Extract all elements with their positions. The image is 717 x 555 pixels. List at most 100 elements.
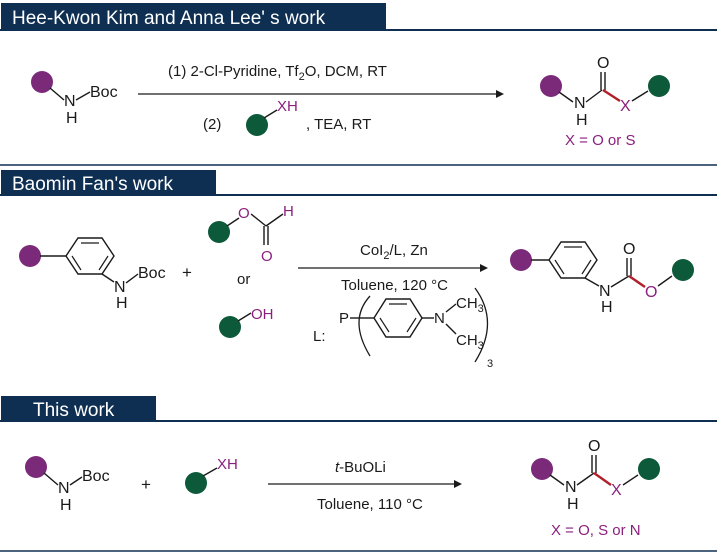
green-substituent-sphere xyxy=(208,221,230,243)
bond xyxy=(226,217,240,227)
section2-header: Baomin Fan's work xyxy=(12,174,173,195)
alcohol-oh: OH xyxy=(251,306,274,323)
bond xyxy=(622,474,639,486)
aromatic-bond xyxy=(71,255,82,271)
ligand-methyl-top: CH3 xyxy=(456,295,484,315)
bond xyxy=(43,472,59,486)
ligand-p: P xyxy=(339,310,349,327)
new-bond xyxy=(602,88,621,103)
bond xyxy=(584,277,600,287)
purple-substituent-sphere xyxy=(510,249,532,271)
ligand-count: 3 xyxy=(487,358,493,370)
formate-o: O xyxy=(238,205,250,222)
sm2-h: H xyxy=(116,295,128,312)
sm1-n: N xyxy=(64,93,76,110)
green-substituent-sphere xyxy=(219,316,241,338)
reagent-xh: XH xyxy=(277,98,298,115)
section2-header-bg xyxy=(1,170,216,196)
bond xyxy=(445,303,457,313)
sm3-boc: Boc xyxy=(82,468,110,485)
aromatic-bond xyxy=(554,259,565,275)
aromatic-bond xyxy=(581,259,592,275)
p3-x: X xyxy=(611,482,622,499)
p1-h: H xyxy=(576,112,588,129)
bond xyxy=(576,472,595,486)
aromatic-bond xyxy=(98,255,109,271)
p2-n: N xyxy=(599,283,611,300)
green-substituent-sphere xyxy=(672,259,694,281)
green-substituent-sphere xyxy=(185,472,207,494)
reagent-xh: XH xyxy=(217,456,238,473)
section1-header: Hee-Kwon Kim and Anna Lee' s work xyxy=(12,8,326,29)
new-bond xyxy=(593,472,612,486)
formate-h: H xyxy=(283,203,294,220)
sm3-n: N xyxy=(58,480,70,497)
left-parenthesis xyxy=(358,295,371,357)
sm1-boc: Boc xyxy=(90,84,118,101)
ligand-benzene-ring xyxy=(373,298,423,338)
p1-o: O xyxy=(597,55,609,72)
bond xyxy=(631,90,649,102)
bond xyxy=(250,213,267,227)
bond xyxy=(49,87,65,101)
purple-substituent-sphere xyxy=(19,245,41,267)
arrow-head xyxy=(480,264,488,272)
ligand-methyl-bottom: CH3 xyxy=(456,332,484,352)
bond xyxy=(445,323,457,335)
bond xyxy=(549,474,565,486)
bond xyxy=(558,91,574,103)
x-options: X = O or S xyxy=(565,132,635,149)
bond xyxy=(202,467,218,477)
ligand-label: L: xyxy=(313,328,326,345)
aromatic-bond xyxy=(379,317,390,333)
solvent-conditions: Toluene, 110 °C xyxy=(317,496,423,513)
green-substituent-sphere xyxy=(246,114,268,136)
sm3-h: H xyxy=(60,497,72,514)
p2-o: O xyxy=(645,284,657,301)
sm2-n: N xyxy=(114,279,126,296)
arrow-head xyxy=(496,90,504,98)
p1-n: N xyxy=(574,95,586,112)
purple-substituent-sphere xyxy=(31,71,53,93)
bond xyxy=(125,273,139,284)
right-parenthesis xyxy=(474,287,489,363)
base-conditions: t-BuOLi xyxy=(335,459,386,476)
p2-h: H xyxy=(601,299,613,316)
purple-substituent-sphere xyxy=(540,75,562,97)
formate-carbonyl-o: O xyxy=(261,248,273,265)
section3-header-bg xyxy=(1,396,156,422)
bond xyxy=(657,275,673,287)
p1-x: X xyxy=(620,98,631,115)
bond xyxy=(610,275,630,288)
bond xyxy=(585,89,603,103)
bond xyxy=(265,213,284,227)
step1-conditions: (1) 2-Cl-Pyridine, Tf2O, DCM, RT xyxy=(168,63,387,83)
purple-substituent-sphere xyxy=(531,458,553,480)
step2-prefix: (2) xyxy=(203,116,221,133)
purple-substituent-sphere xyxy=(25,456,47,478)
green-substituent-sphere xyxy=(638,458,660,480)
solvent-conditions: Toluene, 120 °C xyxy=(341,277,448,294)
bond xyxy=(69,476,83,486)
bond xyxy=(263,109,278,119)
or-label: or xyxy=(237,271,250,288)
section1-header-bg xyxy=(1,3,386,31)
new-bond xyxy=(628,275,646,288)
bond xyxy=(101,273,115,283)
p2-carbonyl-o: O xyxy=(623,241,635,258)
green-substituent-sphere xyxy=(648,75,670,97)
plus-sign: + xyxy=(141,475,151,494)
bond xyxy=(75,91,91,101)
p3-n: N xyxy=(565,479,577,496)
plus-sign: + xyxy=(182,263,192,282)
p3-h: H xyxy=(567,496,579,513)
ligand-n: N xyxy=(434,310,445,327)
aromatic-bond xyxy=(406,317,417,333)
sm1-h: H xyxy=(66,110,78,127)
bond xyxy=(237,312,252,322)
catalyst-conditions: CoI2/L, Zn xyxy=(360,242,428,262)
section3-header: This work xyxy=(33,400,115,421)
p3-o: O xyxy=(588,438,600,455)
sm2-boc: Boc xyxy=(138,265,166,282)
